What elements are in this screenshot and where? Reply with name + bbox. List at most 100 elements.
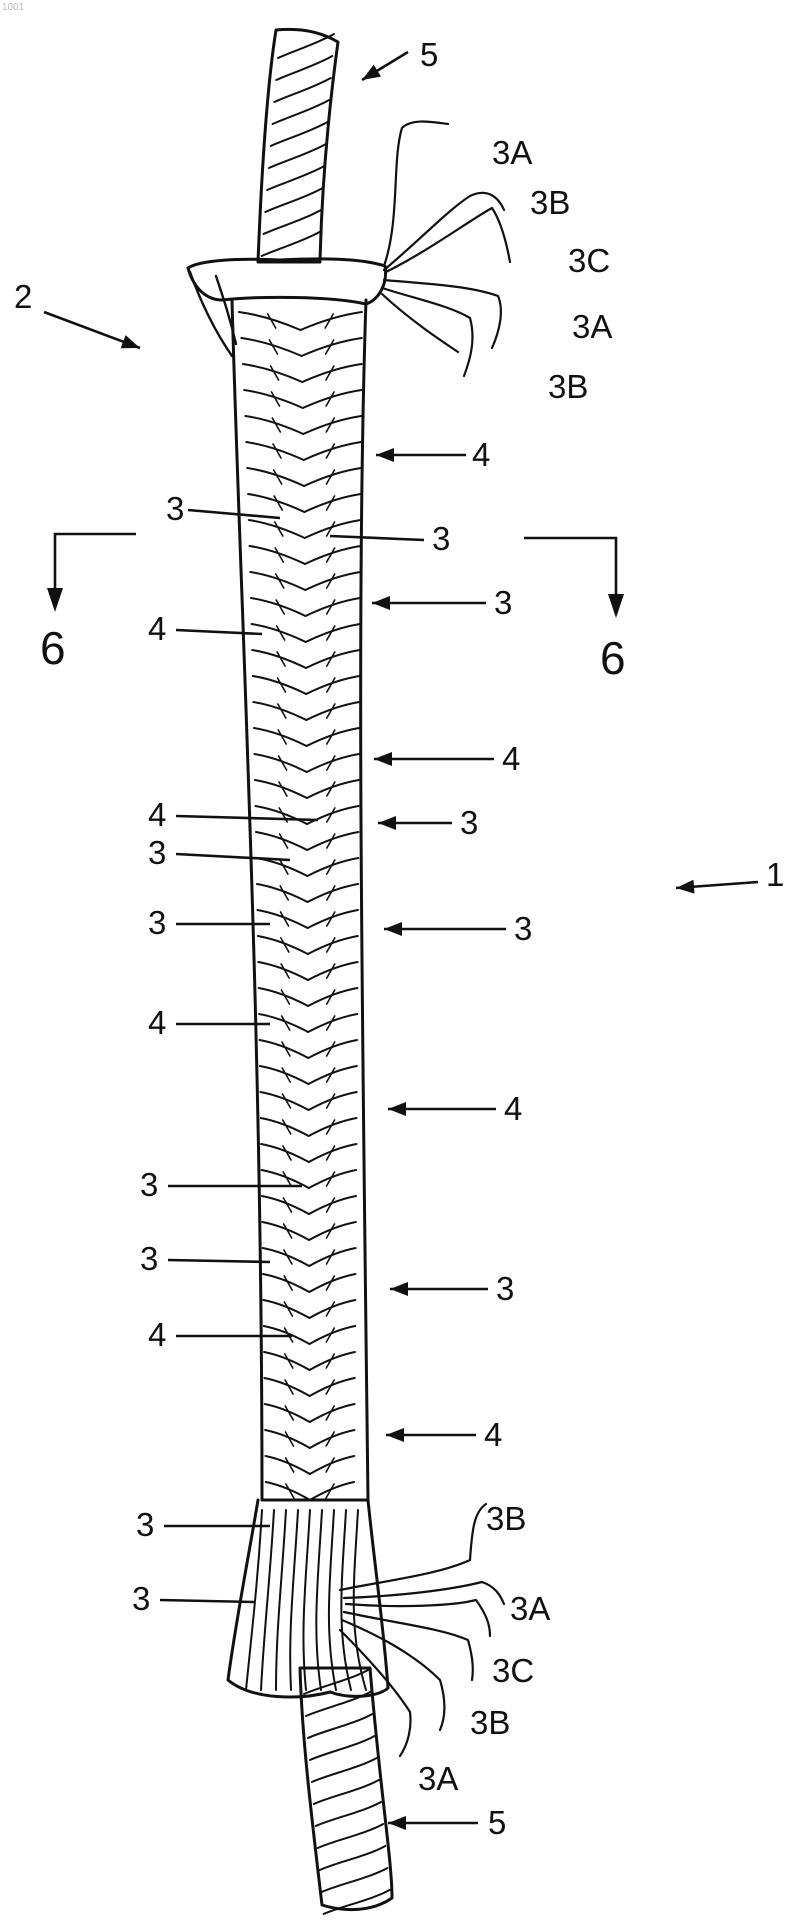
label-bot-3A-b: 3A <box>418 1760 458 1797</box>
braid-strand <box>309 1170 356 1188</box>
braid-strand <box>305 546 360 564</box>
core-twist <box>269 144 326 168</box>
braid-strand <box>249 520 305 538</box>
braid-strand <box>304 494 360 512</box>
core-twist <box>320 1846 386 1870</box>
core-twist <box>278 34 334 58</box>
core-twist <box>314 1780 379 1804</box>
braid-strand <box>302 364 361 382</box>
label-top-3C: 3C <box>568 242 610 279</box>
braid-strand <box>307 832 358 850</box>
core-twist <box>308 1714 372 1738</box>
leader-arrowhead <box>384 922 402 936</box>
leader-arrowhead <box>374 752 392 766</box>
braid-strand <box>309 1092 357 1110</box>
braid-strand <box>246 442 303 460</box>
leader-line <box>176 854 290 860</box>
braid-strand <box>255 780 307 798</box>
braid-strand <box>308 988 357 1006</box>
braid-strand <box>265 1404 310 1422</box>
braid-strand <box>310 1404 355 1422</box>
braid-strand <box>304 442 361 460</box>
braid-strand <box>309 1326 355 1344</box>
label-r-3-d: 3 <box>514 910 532 947</box>
label-r-4-b: 4 <box>502 740 520 777</box>
label-section-right: 6 <box>600 632 626 684</box>
braid-strand <box>307 780 359 798</box>
core-twist <box>274 78 330 102</box>
braid-strand <box>265 1456 309 1474</box>
braid-strand <box>308 884 359 902</box>
braid-strand <box>257 884 308 902</box>
label-r-4-c: 4 <box>504 1090 522 1127</box>
braid-strand <box>309 1274 355 1292</box>
leader-arrowhead <box>386 1428 404 1442</box>
braid-strand <box>308 910 358 928</box>
braid-strand <box>260 1040 309 1058</box>
braid-strand <box>309 1222 356 1240</box>
braid-strand <box>263 1274 309 1292</box>
braid-strand <box>308 1014 357 1032</box>
braid-strand <box>307 858 358 876</box>
leader-arrowhead <box>362 65 381 80</box>
braid-strand <box>263 1248 310 1266</box>
label-core-bottom: 5 <box>488 1804 506 1841</box>
label-l-4-a: 4 <box>148 610 166 647</box>
braid-strand <box>307 754 359 772</box>
core-twist <box>273 100 330 124</box>
braid-strand <box>248 494 304 512</box>
fray-strand <box>329 1510 336 1690</box>
braid-strand <box>251 598 306 616</box>
label-l-3-a: 3 <box>166 490 184 527</box>
leader-line <box>176 630 262 634</box>
label-l-3-f: 3 <box>136 1506 154 1543</box>
label-bot-3B-b: 3B <box>470 1704 510 1741</box>
core-twist <box>318 1824 383 1848</box>
label-bot-3C: 3C <box>492 1652 534 1689</box>
braid-strand <box>256 832 307 850</box>
label-l-3-d: 3 <box>140 1166 158 1203</box>
label-top-3B-b: 3B <box>548 368 588 405</box>
braid-strand <box>265 1430 310 1448</box>
label-fig-rope: 1 <box>766 856 784 893</box>
braid-strand <box>258 936 308 954</box>
braid-strand <box>258 962 308 980</box>
label-l-3-c: 3 <box>148 904 166 941</box>
braid-strand <box>260 1066 308 1084</box>
braid-strand <box>261 1144 309 1162</box>
braid-strand <box>307 806 359 824</box>
label-l-3-g: 3 <box>132 1580 150 1617</box>
label-fig-end: 2 <box>14 278 32 315</box>
core-twist <box>310 1736 375 1760</box>
fray-strand <box>316 1510 322 1690</box>
braid-strand <box>266 1482 310 1500</box>
braid-strand <box>309 1144 357 1162</box>
braid-strand <box>308 1066 356 1084</box>
braid-strand <box>308 1040 357 1058</box>
braid-strand <box>306 676 359 694</box>
fray-strand <box>261 1510 274 1690</box>
leader-arrowhead <box>378 816 396 830</box>
reference-labels: 5 2 1 5 6 6 3A 3B 3C 3A 3B 3B 3A 3C 3B 3… <box>14 36 784 1841</box>
label-bot-3A-a: 3A <box>510 1590 550 1627</box>
braid-strand <box>239 312 300 330</box>
label-r-3-e: 3 <box>496 1270 514 1307</box>
core-twist <box>312 1758 377 1782</box>
label-l-4-b: 4 <box>148 796 166 833</box>
braid-strand <box>305 598 360 616</box>
braid-strand <box>254 728 307 746</box>
fray-strand <box>290 1510 298 1690</box>
leader-arrowhead <box>388 1102 406 1116</box>
core-twist <box>262 232 320 256</box>
leader-arrowhead <box>121 335 140 348</box>
braid-strand <box>260 1092 308 1110</box>
braid-strand <box>250 546 305 564</box>
braid-strand <box>310 1352 355 1370</box>
leader-lines <box>44 52 758 1830</box>
braid-strand <box>306 650 360 668</box>
braid-strand <box>310 1378 355 1396</box>
section-arrow-right <box>608 594 624 618</box>
braid-strand <box>306 702 359 720</box>
label-top-3A-b: 3A <box>572 308 612 345</box>
braid-strand <box>243 364 302 382</box>
